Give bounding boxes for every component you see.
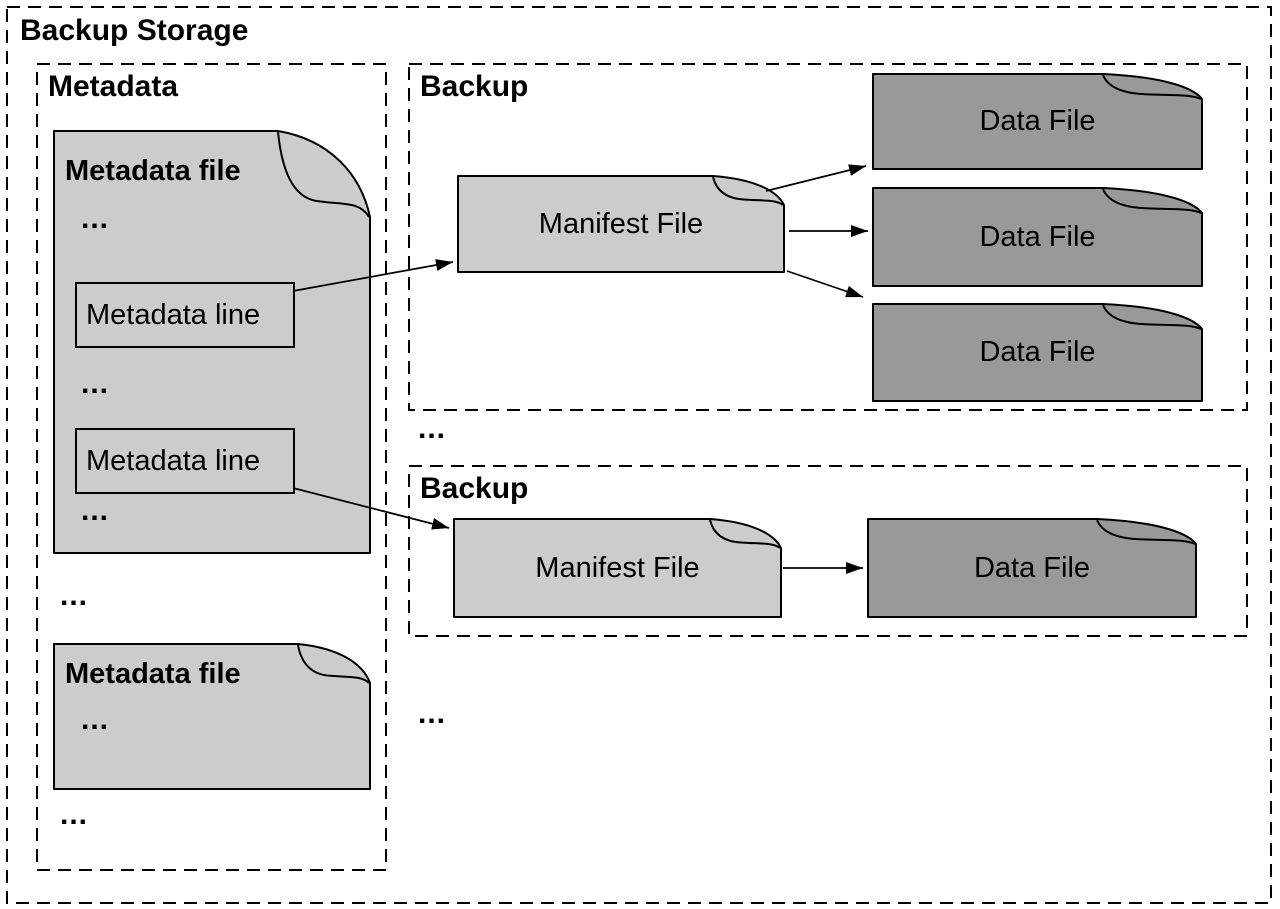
data-file-2-document: Data File bbox=[872, 187, 1203, 287]
backup-storage-label: Backup Storage bbox=[20, 14, 249, 47]
metadata-file-1-document: Metadata file ... Metadata line ... Meta… bbox=[53, 130, 371, 554]
data-file-1-document: Data File bbox=[872, 73, 1203, 170]
ellipsis-indicator: ... bbox=[418, 697, 447, 730]
ellipsis-indicator: ... bbox=[81, 367, 110, 400]
manifest-file-2-document: Manifest File bbox=[453, 518, 782, 618]
metadata-file-2-document: Metadata file ... bbox=[53, 643, 371, 790]
data-file-4-label: Data File bbox=[973, 551, 1091, 584]
dashed-border bbox=[408, 63, 1248, 411]
dashed-border bbox=[6, 6, 1272, 904]
ellipsis-indicator: ... bbox=[60, 579, 89, 612]
ellipsis-indicator: ... bbox=[60, 798, 89, 831]
data-file-1-label: Data File bbox=[979, 105, 1096, 137]
manifest-file-1-label: Manifest File bbox=[538, 207, 704, 240]
metadata-file-2-title: Metadata file bbox=[65, 658, 241, 690]
ellipsis-indicator: ... bbox=[81, 202, 110, 235]
backup-2-label: Backup bbox=[420, 472, 529, 505]
data-file-4-document: Data File bbox=[867, 518, 1197, 618]
manifest-file-1-document: Manifest File bbox=[457, 175, 785, 273]
ellipsis-indicator: ... bbox=[81, 703, 110, 736]
backup-storage-container: Backup Storage bbox=[6, 6, 1272, 904]
metadata-line-2: Metadata line bbox=[75, 428, 295, 494]
metadata-line-1: Metadata line bbox=[75, 282, 295, 348]
metadata-file-1-title: Metadata file bbox=[65, 155, 241, 187]
data-file-2-label: Data File bbox=[979, 220, 1096, 253]
ellipsis-indicator: ... bbox=[81, 494, 110, 527]
backup-1-container: Backup bbox=[408, 63, 1248, 411]
metadata-label: Metadata bbox=[48, 70, 179, 103]
backup-1-label: Backup bbox=[420, 70, 529, 103]
dashed-border bbox=[36, 63, 387, 871]
data-file-3-label: Data File bbox=[979, 336, 1096, 368]
manifest-file-2-label: Manifest File bbox=[535, 551, 700, 584]
ellipsis-indicator: ... bbox=[418, 412, 447, 445]
metadata-container: Metadata bbox=[36, 63, 387, 871]
data-file-3-document: Data File bbox=[872, 303, 1203, 402]
